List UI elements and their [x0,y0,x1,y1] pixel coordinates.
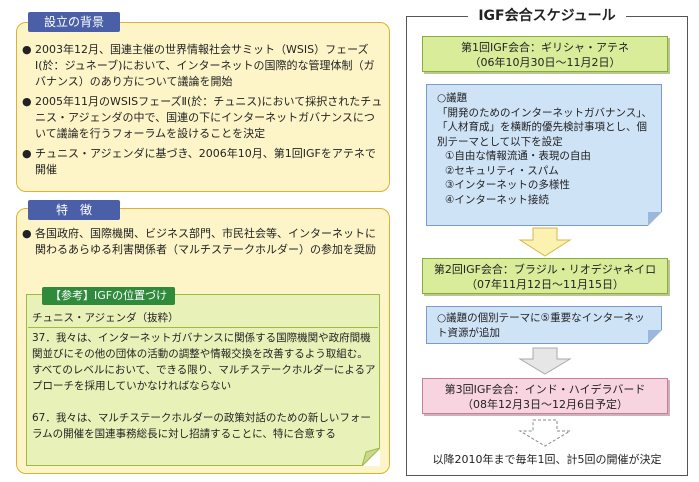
background-panel [16,22,390,192]
meeting-1-dates: （06年10月30日～11月2日） [469,56,621,69]
agenda-addition: ○議題の個別テーマに⑤重要なインターネット資源が追加 [437,312,645,339]
background-tab: 設立の背景 [28,12,120,32]
meeting-1-agenda-note: ○議題 「開発のためのインターネットガバナンス」、「人材育成」を横断的優先検討事… [426,84,662,226]
meeting-3-box: 第3回IGF会合：インド・ハイデラバード （08年12月3日～12月6日予定） [422,378,668,414]
features-tab: 特 徴 [28,200,120,220]
bullet-icon: ● [22,227,32,240]
agenda-theme-2: ②セキュリティ・スパム [445,164,559,177]
note-fold-corner [648,212,662,226]
note-fold-corner [648,330,662,344]
meeting-2-dates: （07年11月12日～11月15日） [466,278,624,291]
meeting-2-title: 第2回IGF会合：ブラジル・リオデジャネイロ [433,263,657,276]
agenda-theme-1: ①自由な情報流通・表現の自由 [445,150,591,162]
bullet-icon: ● [22,95,32,108]
bullet-icon: ● [22,147,32,160]
reference-subtitle: チュニス・アジェンダ（抜粋） [32,312,179,324]
list-item: ●各国政府、国際機関、ビジネス部門、市民社会等、インターネットに関わるあらゆる利… [22,227,376,256]
meeting-3-title: 第3回IGF会合：インド・ハイデラバード [444,383,646,396]
reference-paragraph-37: 37．我々は、インターネットガバナンスに関係する国際機関や政府間機関並びにその他… [32,332,376,392]
background-list: ●2003年12月、国連主催の世界情報社会サミット（WSIS）フェーズⅠ(於：ジ… [22,42,384,182]
schedule-title: IGF会合スケジュール [468,6,626,26]
down-arrow-icon [518,227,572,257]
bullet-icon: ● [22,43,32,56]
schedule-footer: 以降2010年まで毎年1回、計5回の開催が決定 [432,453,662,466]
list-item: ●2003年12月、国連主催の世界情報社会サミット（WSIS）フェーズⅠ(於：ジ… [22,43,375,88]
agenda-theme-3: ③インターネットの多様性 [445,179,570,191]
dashed-down-arrow-icon [518,419,572,447]
meeting-2-agenda-note: ○議題の個別テーマに⑤重要なインターネット資源が追加 [426,306,662,344]
down-arrow-icon [518,347,572,375]
list-item: ●チュニス・アジェンダに基づき、2006年10月、第1回IGFをアテネで開催 [22,147,376,176]
reference-fold-corner [362,448,380,466]
features-list: ●各国政府、国際機関、ビジネス部門、市民社会等、インターネットに関わるあらゆる利… [22,226,384,262]
reference-box [26,294,380,466]
meeting-3-dates: （08年12月3日～12月6日予定） [462,398,628,411]
agenda-description: 「開発のためのインターネットガバナンス」、「人材育成」を横断的優先検討事項とし、… [437,106,653,148]
divider [28,327,378,328]
agenda-theme-4: ④インターネット接続 [445,193,549,206]
meeting-1-box: 第1回IGF会合：ギリシャ・アテネ （06年10月30日～11月2日） [422,36,668,72]
meeting-2-box: 第2回IGF会合：ブラジル・リオデジャネイロ （07年11月12日～11月15日… [422,258,668,294]
agenda-heading: ○議題 [437,92,468,104]
list-item: ●2005年11月のWSISフェーズⅡ(於：チュニス)において採択されたチュニス… [22,95,383,140]
reference-tab: 【参考】IGFの位置づけ [42,287,176,305]
meeting-1-title: 第1回IGF会合：ギリシャ・アテネ [460,41,630,54]
reference-paragraph-67: 67．我々は、マルチステークホルダーの政策対話のための新しいフォーラムの開催を国… [32,412,371,440]
